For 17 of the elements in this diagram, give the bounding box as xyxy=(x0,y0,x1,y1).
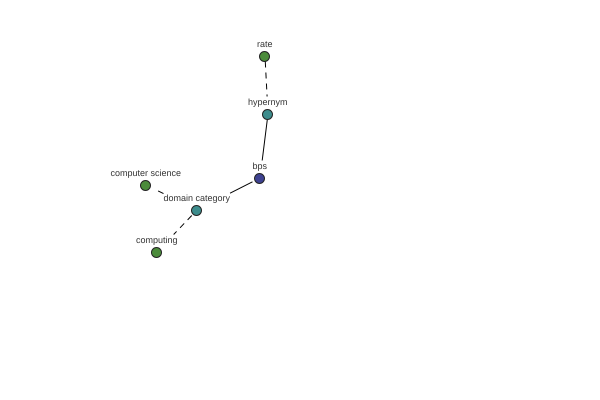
connector-line xyxy=(230,181,253,194)
node-label: hypernym xyxy=(248,96,288,106)
node-label: bps xyxy=(252,160,268,170)
dashed-connector xyxy=(156,190,164,194)
graph-node xyxy=(252,160,268,184)
node-label: rate xyxy=(257,38,273,48)
dashed-connector xyxy=(264,61,268,97)
dashed-connector xyxy=(173,215,192,235)
graph-node xyxy=(248,96,288,120)
graph-node xyxy=(136,234,178,258)
node-label: domain category xyxy=(164,192,230,202)
node-label: computing xyxy=(136,234,178,244)
node-label: computer science xyxy=(110,168,182,178)
graph-node xyxy=(164,192,230,216)
connector-line xyxy=(262,119,268,161)
graph-node xyxy=(257,38,273,62)
graph-node xyxy=(110,168,182,190)
